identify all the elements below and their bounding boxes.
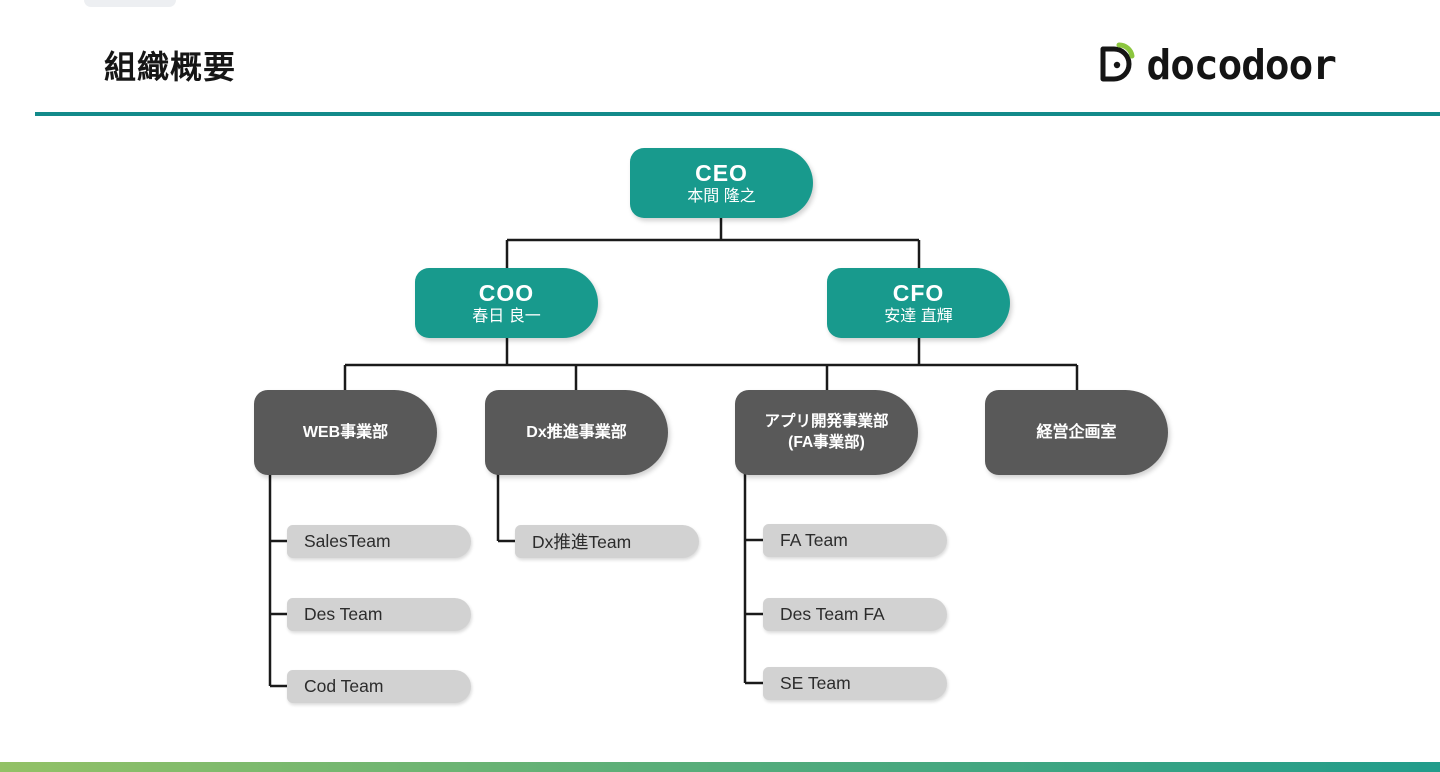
logo-wordmark: docodoor (1146, 41, 1337, 89)
ceo-person-name: 本間 隆之 (687, 187, 756, 205)
org-node-team-des: Des Team (287, 598, 471, 631)
team-dx-label: Dx推進Team (532, 532, 632, 552)
team-des-label: Des Team (304, 604, 383, 624)
team-se-label: SE Team (780, 673, 851, 693)
org-node-dept-mgmt: 経営企画室 (985, 390, 1168, 475)
dept-web-label: WEB事業部 (302, 423, 389, 441)
org-node-dept-app: アプリ開発事業部 (FA事業部) (735, 390, 918, 475)
docodoor-d-icon (1092, 40, 1138, 91)
header-divider (35, 112, 1440, 116)
coo-role-label: COO (478, 279, 535, 306)
org-node-ceo: CEO 本間 隆之 (630, 148, 813, 218)
team-desfa-label: Des Team FA (780, 604, 885, 624)
cfo-role-label: CFO (892, 279, 945, 306)
page-title: 組織概要 (104, 49, 237, 85)
org-node-coo: COO 春日 良一 (415, 268, 598, 338)
dept-app-label-line2: (FA事業部) (788, 433, 865, 451)
ceo-role-label: CEO (695, 159, 748, 186)
coo-person-name: 春日 良一 (472, 307, 541, 325)
dept-app-label-line1: アプリ開発事業部 (764, 412, 889, 430)
cfo-person-name: 安達 直輝 (884, 307, 953, 325)
org-node-dept-dx: Dx推進事業部 (485, 390, 668, 475)
org-node-team-desfa: Des Team FA (763, 598, 947, 631)
team-cod-label: Cod Team (304, 676, 384, 696)
footer-gradient-bar (0, 762, 1440, 772)
org-node-team-sales: SalesTeam (287, 525, 471, 558)
docodoor-logo: docodoor (1092, 40, 1337, 91)
dept-dx-label: Dx推進事業部 (526, 423, 627, 441)
org-node-cfo: CFO 安達 直輝 (827, 268, 1010, 338)
window-tab-remnant (84, 0, 176, 7)
dept-mgmt-label: 経営企画室 (1036, 423, 1117, 441)
org-node-team-se: SE Team (763, 667, 947, 700)
team-sales-label: SalesTeam (304, 531, 391, 551)
org-node-team-cod: Cod Team (287, 670, 471, 703)
team-fa-label: FA Team (780, 530, 848, 550)
org-node-team-dx: Dx推進Team (515, 525, 699, 558)
org-node-team-fa: FA Team (763, 524, 947, 557)
org-node-dept-web: WEB事業部 (254, 390, 437, 475)
